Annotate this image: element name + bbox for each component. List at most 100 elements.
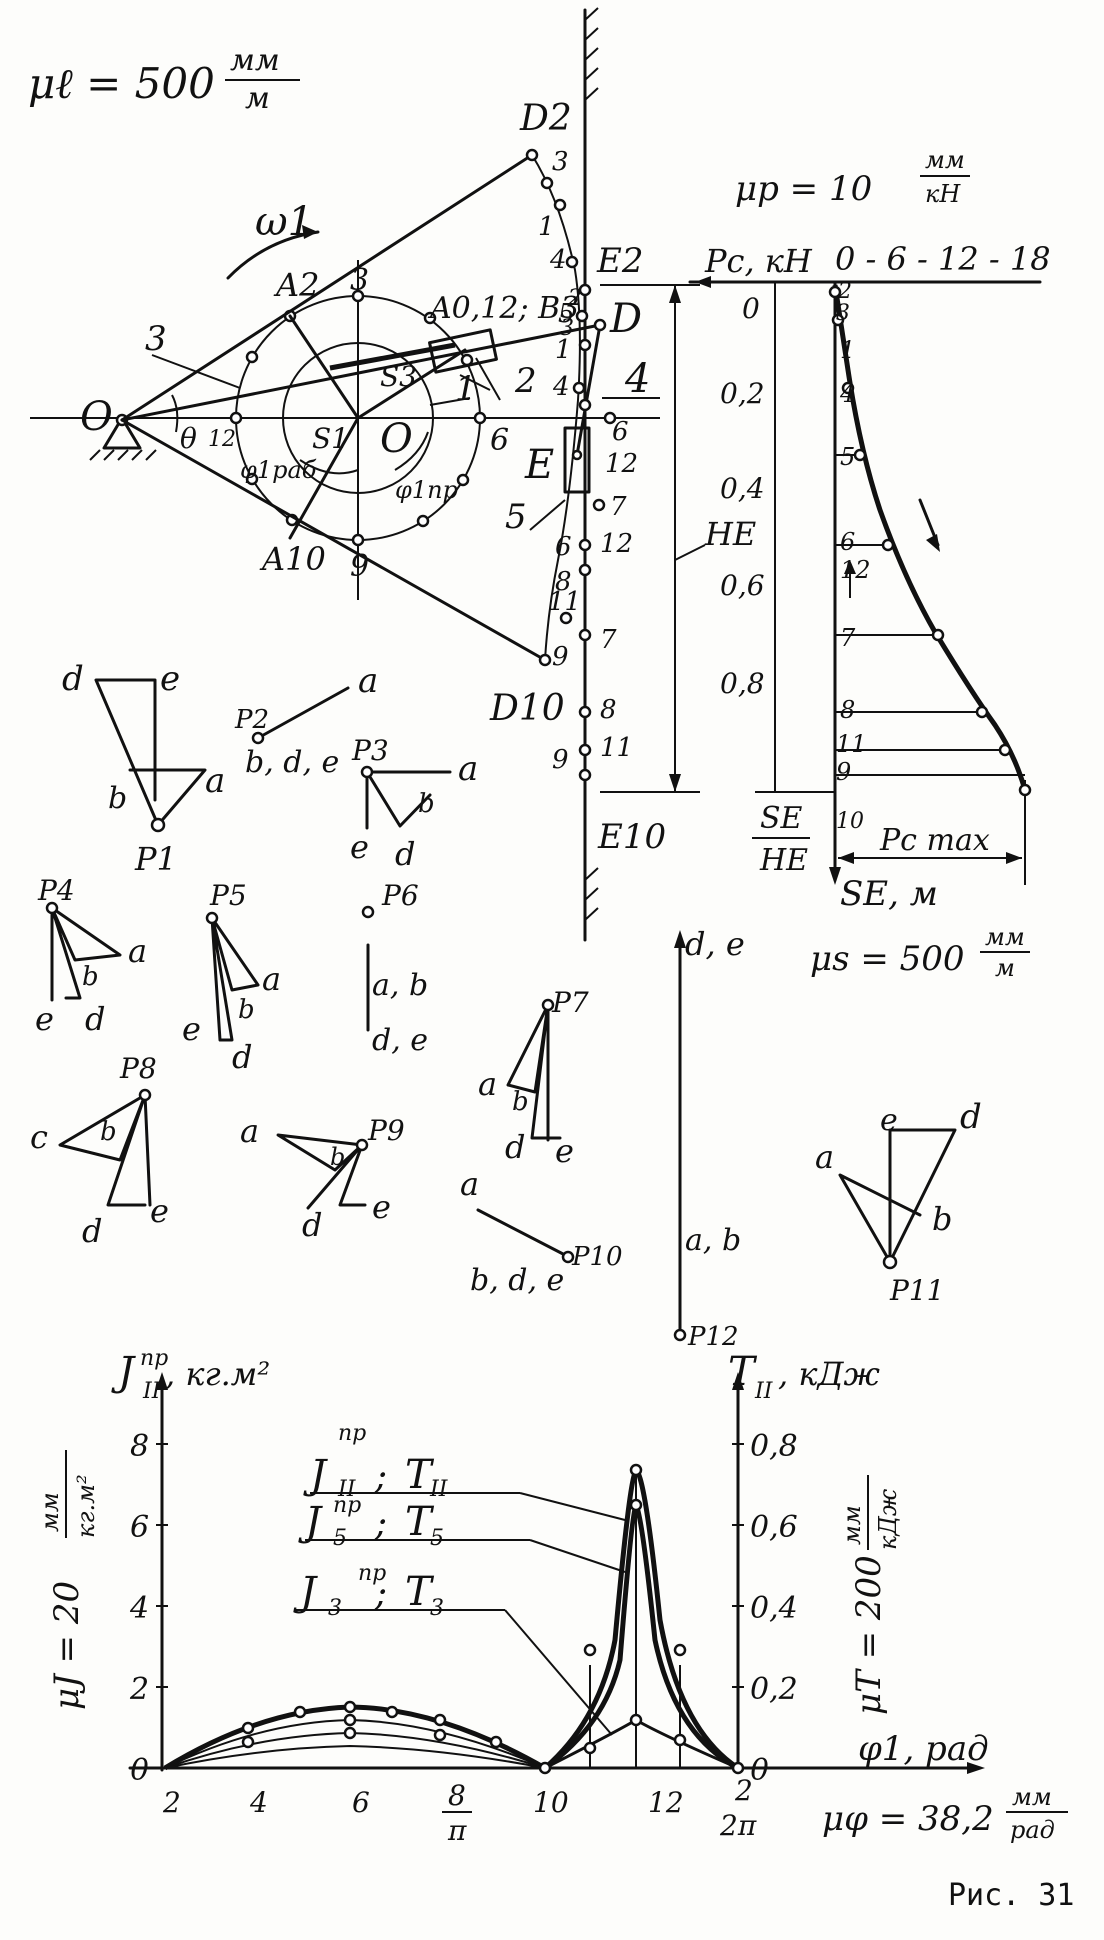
e-path-points [578,283,606,782]
diagram-label: D10 [489,688,565,729]
diagram-label: φ1раб [240,456,317,484]
diagram-label: 9 [350,549,369,584]
diagram-label: 12 [605,449,638,479]
diagram-label: 4 [552,372,570,402]
diagram-label: a [815,1138,834,1176]
connecting-rod-4 [575,323,602,457]
diagram-label: b, d, e [245,745,339,780]
diagram-label: SE, м [840,874,938,914]
diagram-label: 1 [538,212,555,242]
diagram-label: 4 [624,356,650,402]
diagram-label: ; [374,1503,387,1544]
diagram-label: 11 [600,733,633,763]
diagram-label: D [609,296,642,342]
diagram-label: 12 [600,529,633,559]
diagram-label: P1 [134,840,177,878]
diagram-label: e [555,1132,574,1170]
diagram-label: 12 [648,1786,684,1819]
diagram-label: a [478,1065,497,1103]
diagram-label: 6 [555,532,572,562]
diagram-label: μT = 200 [849,1555,889,1715]
diagram-label: e [350,828,369,866]
diagram-label: 12 [208,427,236,452]
diagram-label: J [303,1452,328,1498]
diagram-label: b [238,995,255,1025]
diagram-label: a [358,661,378,701]
curve-j-5-peak [543,1502,740,1771]
velocity-plan-p8: P8 c b d e [30,1052,169,1250]
velocity-plan-p9: P9 a b d e [240,1112,405,1244]
velocity-plan-p7: P7 a b d e [478,986,589,1170]
diagram-label: , кДж [778,1355,880,1393]
force-curve [832,284,1028,791]
scale-mu-phi: μφ = 38,2 мм рад [822,1783,1068,1844]
diagram-label: J [293,1569,318,1615]
diagram-label: d [85,1000,105,1038]
diagram-label: 3 [560,316,574,341]
diagram-label: b [330,1143,345,1171]
diagram-label: φ1, рад [858,1729,989,1769]
figure-caption: Рис. 31 [948,1878,1074,1913]
diagram-label: 7 [840,624,856,652]
diagram-label: Pc, кН [704,242,813,280]
diagram-label: e [150,1192,169,1230]
diagram-label: E [524,442,554,488]
diagram-label: , кг.м² [165,1355,270,1393]
diagram-label: 0,4 [750,1591,798,1626]
diagram-label: P6 [381,879,419,912]
diagram-label: 6 [490,423,509,458]
diagram-label: 8 [130,1429,149,1464]
chart-curve-points [241,1463,745,1775]
diagram-label: 1 [555,335,572,365]
scale-mu-l: μℓ = 500 мм м [28,43,300,116]
diagram-label: ; [374,1456,387,1497]
diagram-label: 5 [430,1526,444,1551]
diagram-label: 8 [448,1779,466,1812]
diagram-label: J [298,1499,323,1545]
diagram-label: b [932,1200,952,1238]
diagram-label: d, e [372,1023,428,1058]
diagram-label: 4 [839,380,855,408]
curve-j-5-low [164,1718,546,1769]
diagram-label: пр [333,1493,361,1518]
diagram-label: 7 [610,492,627,522]
diagram-label: 0,8 [750,1429,798,1464]
diagram-label: SE [760,801,803,836]
diagram-label: T [405,1499,435,1545]
diagram-label: a, b [685,1223,741,1258]
diagram-label: 6 [840,528,855,556]
scale-mu-s: μs = 500 мм м [810,923,1030,982]
diagram-label: P3 [351,734,389,767]
diagram-label: мм [925,146,965,174]
diagram-label: 5 [333,1526,347,1551]
velocity-plan-p11: P11 a e d b [815,1097,982,1307]
diagram-label: 2 [567,286,582,311]
diagram-label: a [205,761,225,801]
diagram-label: 8 [840,696,855,724]
velocity-plan-p1: P1 d e a b [62,659,225,878]
diagram-label: P11 [889,1274,944,1307]
slider-e-block [563,426,591,494]
diagram-label: HE [759,843,808,878]
rocker-link-3 [120,323,602,422]
diagram-label: P4 [37,874,75,907]
diagram-label: 0,4 [720,472,765,505]
diagram-label: 5 [558,299,575,329]
diagram-label: 4 [129,1591,149,1626]
velocity-plan-p10: P10 a b, d, e [460,1165,623,1298]
diagram-label: μφ = 38,2 [822,1799,994,1839]
diagram-label: 3 [350,263,369,298]
mechanism-diagram: O O S1 A2 A10 A0,12; B3 D D2 D10 E E2 E1… [30,7,756,942]
diagram-label: S1 [312,422,349,455]
diagram-label: мм [230,43,280,78]
diagram-label: 2 [129,1672,149,1707]
inertia-energy-chart: 0 2 4 6 8 0 0,2 0,4 0,6 0,8 2 4 6 8 π [36,1346,1068,1847]
diagram-label: b [418,789,435,819]
diagram-label: e [35,1000,54,1038]
diagram-label: e [160,659,180,699]
diagram-label: 9 [836,758,851,786]
diagram-label: 0,2 [750,1672,798,1707]
diagram-label: 11 [836,730,867,758]
diagram-label: μℓ = 500 [28,59,215,108]
